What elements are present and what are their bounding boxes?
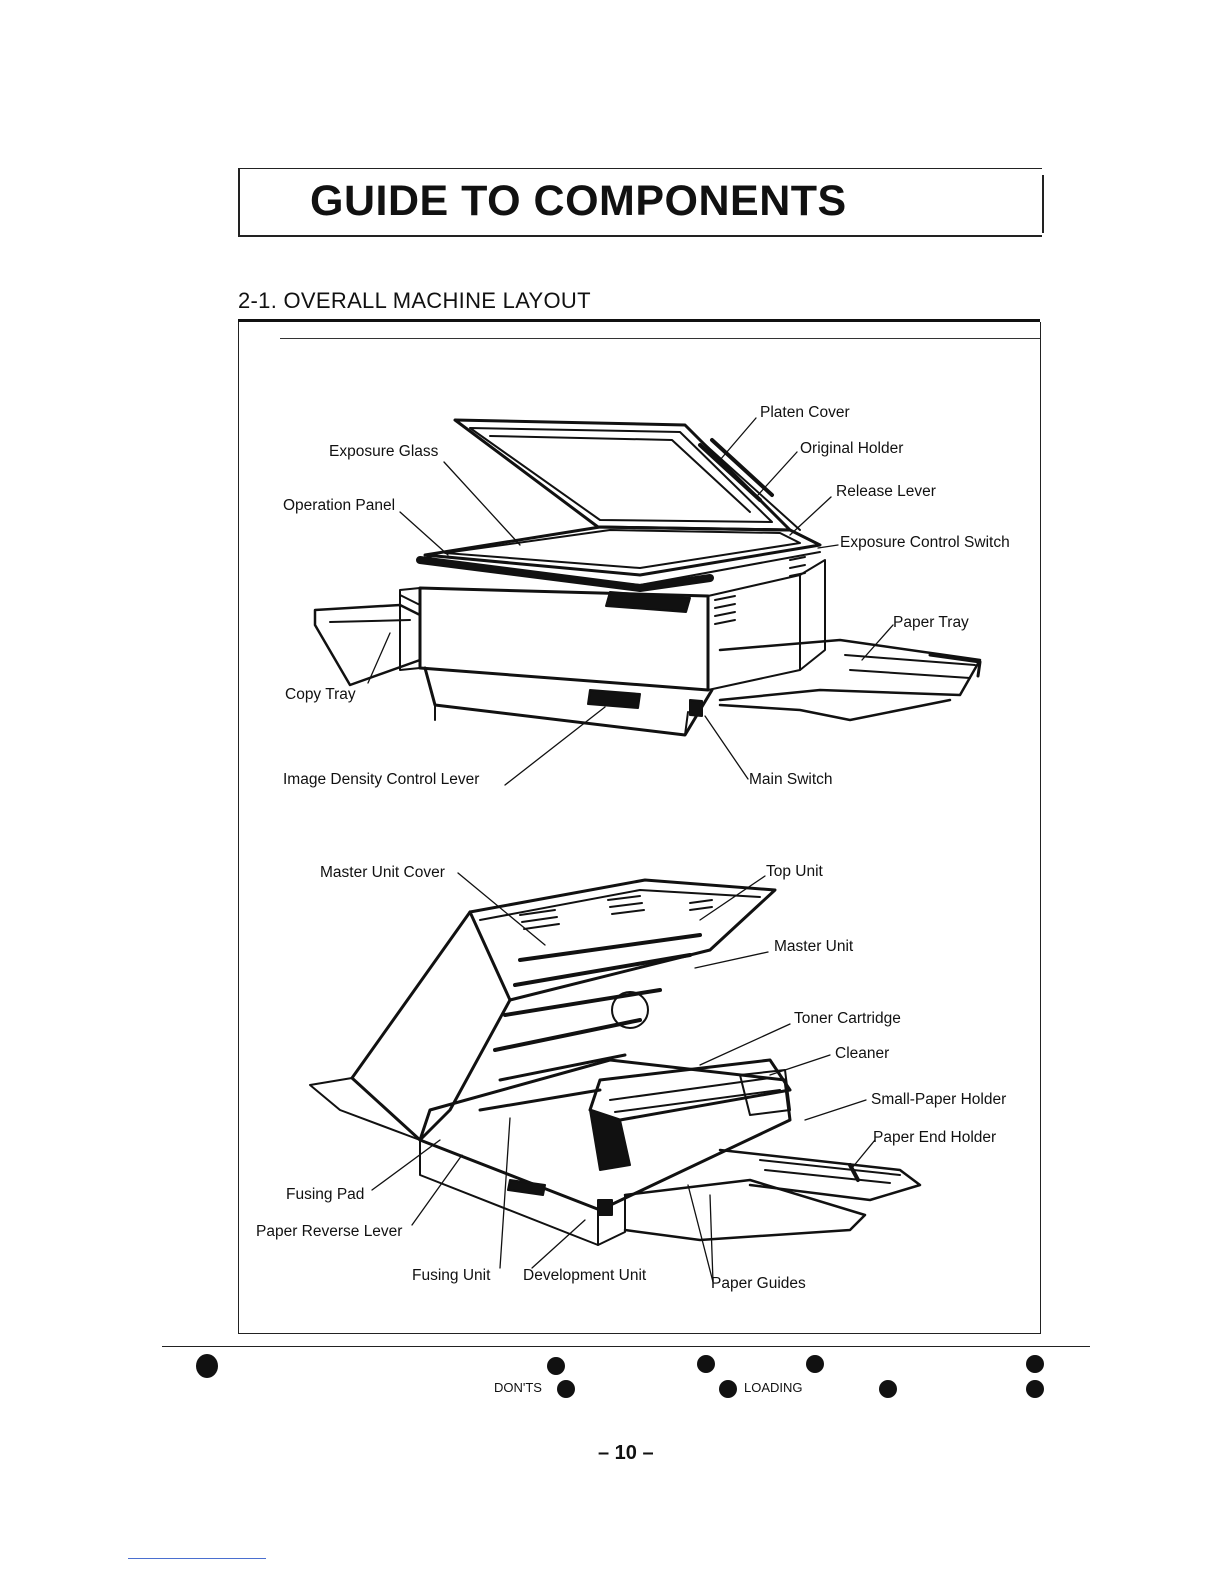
label-development-unit: Development Unit bbox=[523, 1267, 647, 1284]
title-box-right-bar bbox=[1042, 175, 1044, 233]
nav-link-donts[interactable]: DON'TS bbox=[494, 1380, 542, 1395]
label-exposure-glass: Exposure Glass bbox=[329, 443, 439, 460]
label-copy-tray: Copy Tray bbox=[285, 686, 356, 703]
nav-bullet-icon[interactable] bbox=[719, 1380, 737, 1398]
label-paper-tray: Paper Tray bbox=[893, 614, 969, 631]
nav-bullet-icon[interactable] bbox=[806, 1355, 824, 1373]
label-paper-guides: Paper Guides bbox=[711, 1275, 806, 1292]
label-paper-end-holder: Paper End Holder bbox=[873, 1129, 997, 1146]
section-heading: 2-1. OVERALL MACHINE LAYOUT bbox=[238, 288, 591, 313]
label-main-switch: Main Switch bbox=[749, 771, 833, 788]
label-original-holder: Original Holder bbox=[800, 440, 904, 457]
label-master-unit: Master Unit bbox=[774, 938, 854, 955]
nav-bullet-icon[interactable] bbox=[1026, 1355, 1044, 1373]
label-release-lever: Release Lever bbox=[836, 483, 936, 500]
label-operation-panel: Operation Panel bbox=[283, 497, 396, 514]
closed-copier-drawing bbox=[313, 418, 982, 737]
nav-bullet-icon[interactable] bbox=[196, 1354, 218, 1378]
label-fusing-unit: Fusing Unit bbox=[412, 1267, 491, 1284]
label-master-unit-cover: Master Unit Cover bbox=[320, 864, 445, 881]
nav-link-loading[interactable]: LOADING bbox=[744, 1380, 803, 1395]
section-rule bbox=[238, 319, 1040, 322]
footer-link-underline[interactable] bbox=[128, 1558, 266, 1559]
label-small-paper-holder: Small-Paper Holder bbox=[871, 1091, 1007, 1108]
label-toner-cartridge: Toner Cartridge bbox=[794, 1010, 901, 1027]
footer-rule bbox=[162, 1346, 1090, 1347]
nav-bullet-icon[interactable] bbox=[879, 1380, 897, 1398]
nav-bullet-icon[interactable] bbox=[1026, 1380, 1044, 1398]
open-copier-drawing bbox=[309, 878, 922, 1246]
figure-frame bbox=[238, 322, 1041, 1334]
title-box: GUIDE TO COMPONENTS bbox=[238, 168, 1044, 237]
label-fusing-pad: Fusing Pad bbox=[286, 1186, 365, 1203]
label-exposure-control-switch: Exposure Control Switch bbox=[840, 534, 1010, 551]
nav-bullet-icon[interactable] bbox=[547, 1357, 565, 1375]
label-top-unit: Top Unit bbox=[766, 863, 823, 880]
label-image-density-control-lever: Image Density Control Lever bbox=[283, 771, 480, 788]
label-cleaner: Cleaner bbox=[835, 1045, 890, 1062]
page-number: – 10 – bbox=[598, 1442, 654, 1464]
figure-bottom-rule bbox=[238, 1333, 1040, 1334]
figure-top-rule bbox=[280, 338, 1040, 339]
label-paper-reverse-lever: Paper Reverse Lever bbox=[256, 1223, 403, 1240]
page-title: GUIDE TO COMPONENTS bbox=[310, 177, 847, 225]
nav-bullet-icon[interactable] bbox=[557, 1380, 575, 1398]
label-platen-cover: Platen Cover bbox=[760, 404, 850, 421]
nav-bullet-icon[interactable] bbox=[697, 1355, 715, 1373]
